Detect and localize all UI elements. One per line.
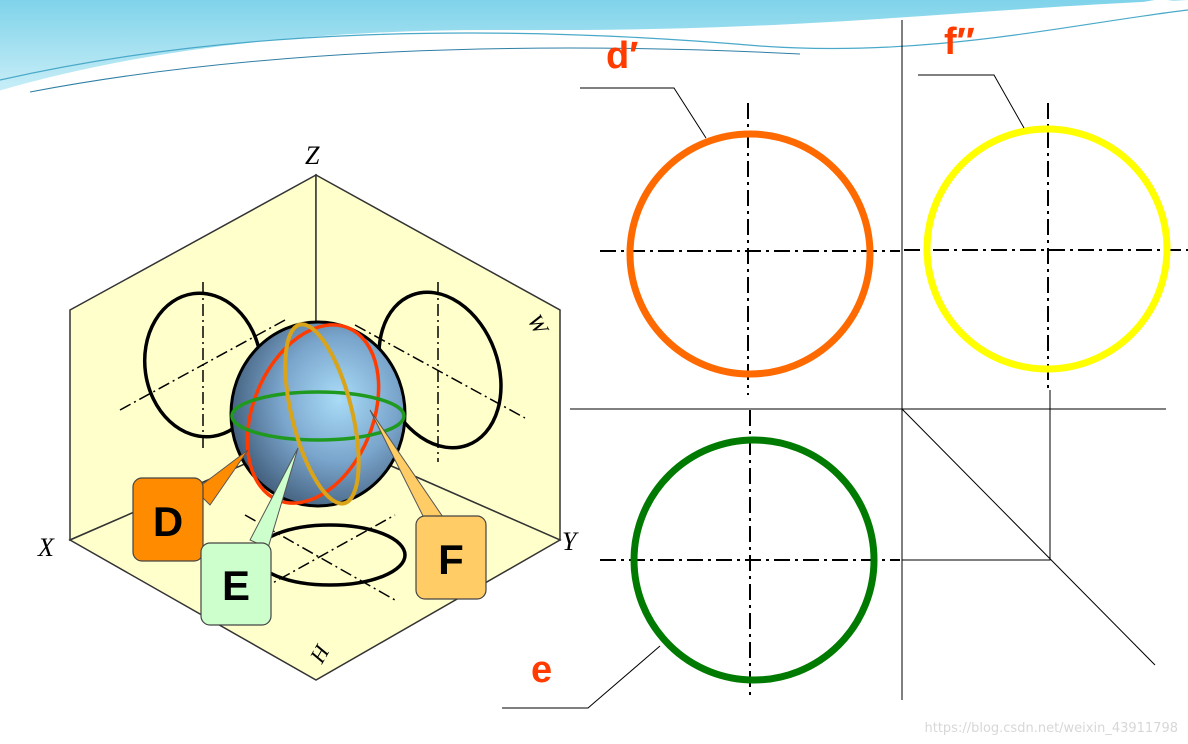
front-view-label: d′	[606, 35, 638, 77]
circle-e	[230, 390, 406, 442]
miter-line	[901, 408, 1156, 666]
top-banner	[0, 0, 1188, 94]
circle-f	[283, 322, 361, 506]
front-view-circle-d	[626, 130, 874, 378]
top-view-circle-e	[630, 436, 878, 684]
axis-y-label: Y	[562, 527, 579, 556]
side-view-label: f″	[944, 21, 975, 63]
isometric-view: D E F Z X Y W H	[37, 141, 579, 681]
side-view: f″	[904, 21, 1188, 390]
callout-f: F	[415, 515, 487, 600]
top-view-leader	[502, 645, 661, 709]
axis-z-label: Z	[305, 141, 320, 170]
callout-e: E	[200, 542, 272, 626]
side-view-circle-f	[923, 125, 1171, 373]
transfer-line	[902, 390, 1051, 561]
side-view-leader	[918, 74, 1025, 129]
top-view-label: e	[531, 649, 552, 691]
watermark: https://blog.csdn.net/weixin_43911798	[924, 721, 1178, 736]
callout-d: D	[132, 477, 204, 562]
top-view: e	[502, 410, 900, 709]
axis-x-label: X	[37, 533, 55, 562]
front-view: d′	[580, 35, 900, 395]
front-view-leader	[580, 87, 707, 139]
callout-d-label: D	[153, 498, 183, 545]
callout-f-label: F	[438, 536, 464, 583]
orthographic-views: d′ f″ e	[502, 20, 1188, 709]
callout-e-label: E	[222, 562, 250, 609]
